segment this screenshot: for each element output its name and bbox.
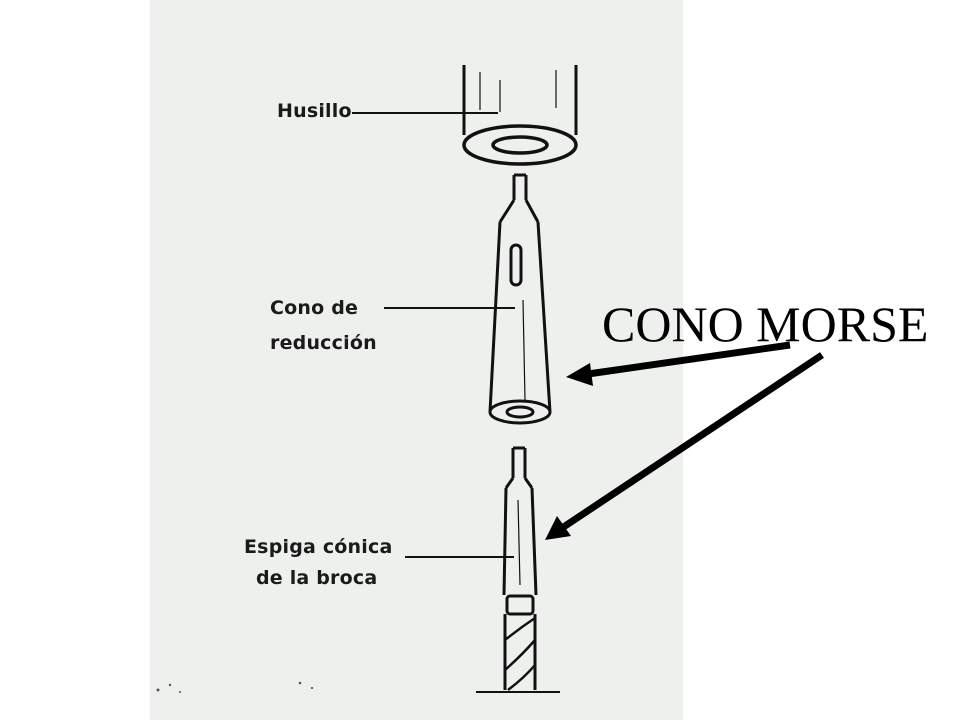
pointer-arrows xyxy=(545,341,824,540)
spindle-label: Husillo xyxy=(277,100,352,122)
reducer-label-line1: Cono de xyxy=(270,297,359,319)
shank-label-line1: Espiga cónica xyxy=(244,536,393,558)
scan-specks xyxy=(156,681,314,693)
cono-morse-title: CONO MORSE xyxy=(602,296,929,352)
reducer-label-line2: reducción xyxy=(270,332,377,354)
scanned-figure-background xyxy=(150,0,683,720)
arrow-to-shank xyxy=(560,352,824,531)
spindle-drawing xyxy=(462,65,578,166)
shank-label-line2: de la broca xyxy=(256,567,378,589)
arrow-head-shank xyxy=(545,516,571,540)
arrow-head-reducer xyxy=(566,363,593,386)
drill-shank-drawing xyxy=(476,446,560,693)
reduction-sleeve-drawing xyxy=(488,173,552,425)
arrow-to-reducer xyxy=(587,341,791,378)
